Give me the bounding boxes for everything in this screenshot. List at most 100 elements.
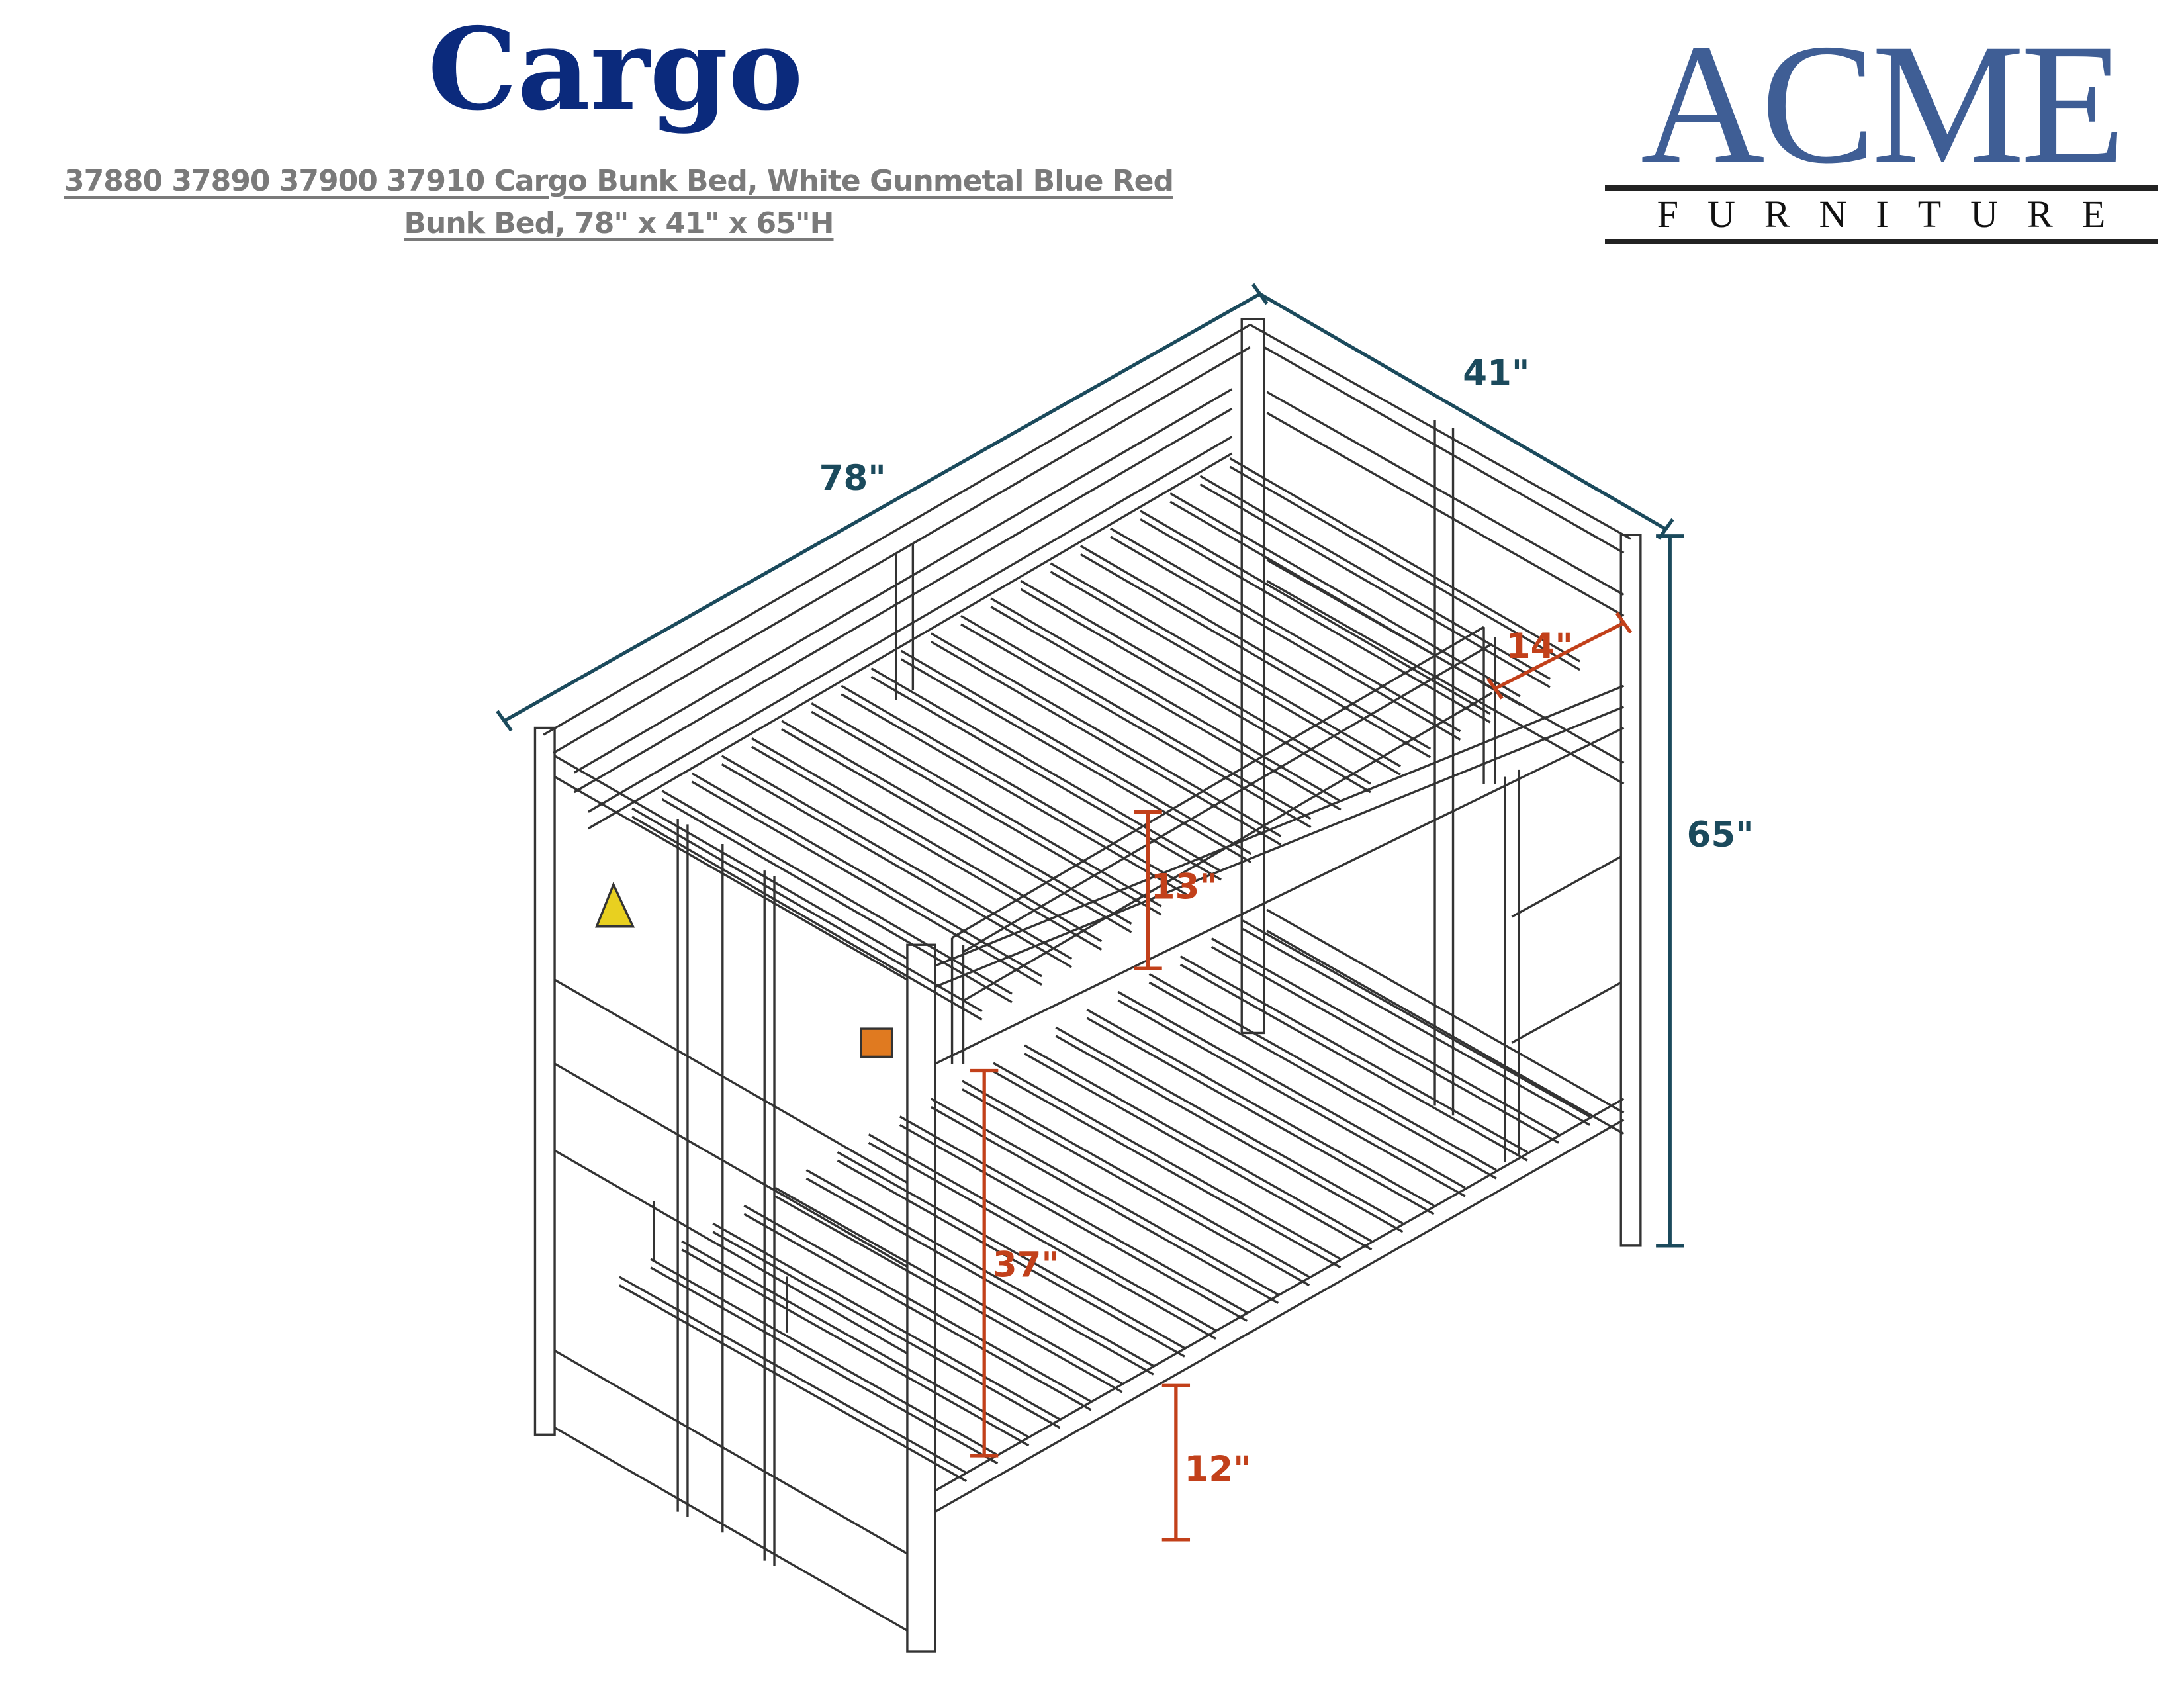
slat	[1079, 553, 1432, 759]
slat	[751, 737, 1103, 943]
logo-wordmark: ACME	[1640, 9, 2126, 199]
product-title: Cargo	[428, 3, 803, 136]
slat	[870, 675, 1222, 881]
slat	[691, 780, 1042, 986]
slat	[681, 1240, 1030, 1438]
slat	[962, 1088, 1310, 1287]
slat	[1179, 963, 1528, 1162]
slat	[681, 1248, 1030, 1447]
label-length: 78"	[819, 458, 886, 498]
slat	[650, 1258, 999, 1456]
slat	[1242, 919, 1590, 1118]
slat	[962, 1080, 1310, 1278]
slat	[1024, 1053, 1373, 1251]
slat	[1199, 483, 1551, 688]
label-width: 41"	[1463, 353, 1529, 393]
slat	[1229, 465, 1581, 671]
slat	[868, 1133, 1216, 1332]
bunk-bed-drawing	[533, 318, 1642, 1653]
logo-subtitle: FURNITURE	[1657, 193, 2135, 236]
slat	[1199, 475, 1551, 680]
slat	[631, 816, 983, 1021]
right-end-panel	[1240, 318, 1631, 1135]
slat	[993, 1070, 1342, 1269]
label-bunk-clearance: 37"	[993, 1244, 1060, 1285]
product-subtitle-line2: Bunk Bed, 78" x 41" x 65"H	[404, 207, 835, 240]
slat	[650, 1266, 999, 1465]
slat	[661, 798, 1013, 1004]
slat	[774, 1186, 1123, 1385]
slat	[1242, 927, 1590, 1126]
overall-dimensions	[496, 283, 1684, 1248]
slat	[1079, 545, 1432, 750]
upper-bunk-slats	[631, 457, 1581, 1021]
slat	[1140, 510, 1491, 715]
slat	[899, 1115, 1248, 1314]
slat	[930, 641, 1282, 846]
label-height: 65"	[1687, 815, 1754, 855]
slat	[712, 1231, 1061, 1429]
slat	[931, 1098, 1279, 1296]
slat	[990, 597, 1342, 802]
container-door-panel	[554, 755, 908, 1632]
slat	[1055, 1035, 1404, 1233]
slat	[993, 1062, 1342, 1260]
slat	[1117, 990, 1466, 1189]
slat	[841, 693, 1192, 898]
acme-furniture-logo: ACME FURNITURE	[1605, 9, 2158, 248]
slat	[930, 632, 1282, 837]
slat	[1020, 588, 1371, 794]
slat	[721, 763, 1073, 968]
slat	[631, 807, 983, 1013]
slat	[1148, 981, 1497, 1180]
slat	[960, 623, 1312, 829]
slat	[774, 1195, 1123, 1393]
slat	[1169, 500, 1521, 706]
slat	[811, 702, 1162, 908]
slat	[960, 614, 1312, 820]
label-guardrail-gap: 14"	[1506, 626, 1573, 667]
label-underbed-clearance: 12"	[1185, 1449, 1251, 1489]
slat	[1055, 1026, 1404, 1225]
slat	[1020, 580, 1371, 785]
lower-bunk-frame	[934, 1098, 1625, 1513]
dim-line-width	[1259, 292, 1667, 531]
slat	[805, 1168, 1154, 1367]
slat	[870, 667, 1222, 872]
slat	[1179, 955, 1528, 1154]
slat	[1117, 999, 1466, 1197]
post-front-left	[533, 726, 556, 1436]
slat	[1110, 536, 1461, 741]
detail-dimensions	[970, 612, 1633, 1542]
slat	[1148, 972, 1497, 1171]
slat	[837, 1159, 1185, 1358]
slat	[1210, 937, 1559, 1136]
slat	[781, 720, 1132, 925]
slat	[1086, 1017, 1435, 1215]
slat	[781, 728, 1132, 933]
slat	[1086, 1008, 1435, 1207]
slat	[931, 1106, 1279, 1305]
back-side-panel	[543, 324, 1251, 830]
slat	[1050, 571, 1401, 776]
slat	[899, 1123, 1248, 1322]
upper-bunk-frame	[934, 626, 1625, 1162]
product-subtitle-line1: 37880 37890 37900 37910 Cargo Bunk Bed, …	[64, 164, 1174, 198]
slat	[811, 710, 1162, 916]
label-guardrail-height: 13"	[1151, 867, 1218, 907]
slat	[1210, 945, 1559, 1144]
logo-rule-bottom	[1605, 238, 2158, 244]
slat	[712, 1222, 1061, 1421]
slat	[691, 772, 1042, 978]
dim-line-length	[503, 292, 1261, 723]
slat	[619, 1276, 968, 1474]
logo-rule-top	[1605, 185, 2158, 191]
post-back-right	[1619, 534, 1642, 1247]
slat	[868, 1141, 1216, 1340]
slat	[1140, 518, 1491, 724]
slat	[1110, 527, 1461, 733]
slat	[619, 1284, 968, 1483]
slat	[805, 1177, 1154, 1376]
slat	[721, 755, 1073, 960]
